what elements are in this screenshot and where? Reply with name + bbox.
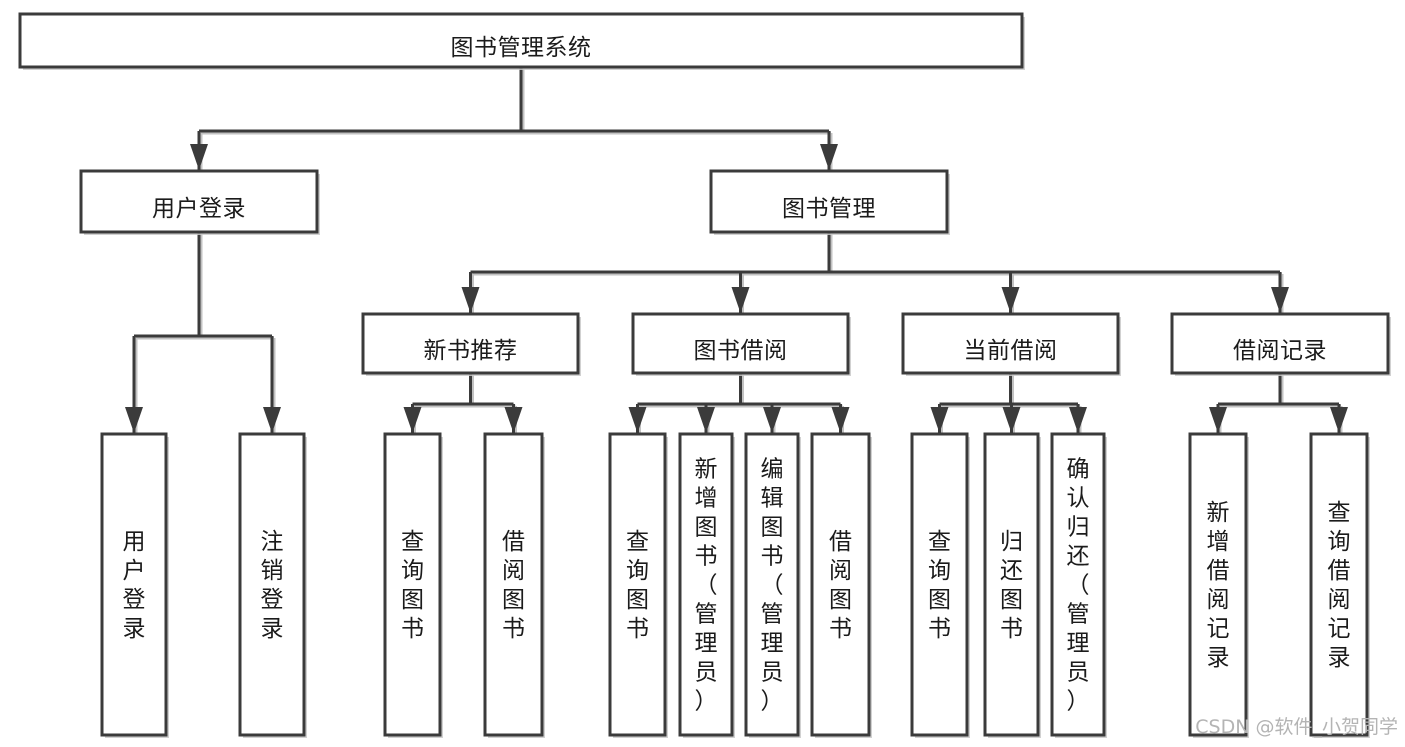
node-label: 新书推荐 <box>424 338 518 364</box>
node-box <box>983 432 1040 737</box>
arrow-head-icon <box>1209 407 1227 433</box>
leaf-node-查询图书[interactable]: 查询图书 <box>910 432 970 738</box>
node-label: 查询借阅记录 <box>1328 500 1351 671</box>
node-box <box>483 432 544 737</box>
leaf-node-新增借阅记录[interactable]: 新增借阅记录 <box>1188 432 1249 738</box>
node-box <box>383 432 442 737</box>
node-layer: 图书管理系统用户登录图书管理新书推荐图书借阅当前借阅借阅记录用户登录注销登录查询… <box>18 12 1391 738</box>
level2-node-图书管理[interactable]: 图书管理 <box>709 169 950 235</box>
node-box <box>744 432 800 737</box>
leaf-node-编辑图书管理员[interactable]: 编辑图书（管理员） <box>744 432 801 738</box>
node-box <box>901 312 1120 375</box>
root-node-图书管理系统[interactable]: 图书管理系统 <box>18 12 1025 70</box>
node-label: 用户登录 <box>152 196 246 222</box>
node-box <box>709 169 949 234</box>
arrow-head-icon <box>628 407 647 433</box>
arrow-head-icon <box>1002 407 1021 433</box>
leaf-node-借阅图书[interactable]: 借阅图书 <box>810 432 872 738</box>
arrow-head-icon <box>403 407 422 433</box>
leaf-node-确认归还管理员[interactable]: 确认归还（管理员） <box>1050 432 1107 738</box>
node-label: 查询图书 <box>928 529 951 642</box>
node-label: 借阅图书 <box>502 529 525 642</box>
node-box <box>1050 432 1106 737</box>
node-box <box>238 432 306 737</box>
node-label: 编辑图书（管理员） <box>761 457 784 715</box>
arrow-head-icon <box>263 407 281 433</box>
leaf-node-借阅图书[interactable]: 借阅图书 <box>483 432 545 738</box>
node-label: 新增借阅记录 <box>1207 500 1230 671</box>
arrow-head-icon <box>697 407 715 433</box>
node-box <box>631 312 850 375</box>
leaf-node-用户登录[interactable]: 用户登录 <box>100 432 169 738</box>
arrow-head-icon <box>731 287 750 313</box>
leaf-node-查询借阅记录[interactable]: 查询借阅记录 <box>1309 432 1370 738</box>
node-label: 注销登录 <box>261 529 284 642</box>
node-label: 图书借阅 <box>694 338 788 364</box>
level2-node-用户登录[interactable]: 用户登录 <box>79 169 320 235</box>
csdn-watermark: CSDN @软件_小贺同学 <box>1195 716 1398 738</box>
node-box <box>810 432 871 737</box>
arrow-head-icon <box>1069 407 1087 433</box>
node-label: 当前借阅 <box>964 338 1058 364</box>
level3-node-新书推荐[interactable]: 新书推荐 <box>361 312 581 376</box>
arrow-head-icon <box>930 407 949 433</box>
leaf-node-新增图书管理员[interactable]: 新增图书（管理员） <box>678 432 735 738</box>
node-box <box>79 169 319 234</box>
node-label: 归还图书 <box>1000 529 1023 642</box>
node-label: 图书管理 <box>782 196 876 222</box>
arrow-head-icon <box>1001 287 1020 313</box>
node-box <box>1309 432 1369 737</box>
arrow-head-icon <box>763 407 781 433</box>
level3-node-借阅记录[interactable]: 借阅记录 <box>1170 312 1391 376</box>
node-box <box>1170 312 1390 375</box>
node-label: 查询图书 <box>626 529 649 642</box>
arrow-head-icon <box>125 407 143 433</box>
arrow-head-icon <box>820 144 838 170</box>
leaf-node-查询图书[interactable]: 查询图书 <box>383 432 443 738</box>
arrow-head-icon <box>190 144 208 170</box>
arrow-head-icon <box>461 287 480 313</box>
node-label: 新增图书（管理员） <box>695 457 718 715</box>
node-label: 查询图书 <box>401 529 424 642</box>
node-box <box>1188 432 1248 737</box>
leaf-node-注销登录[interactable]: 注销登录 <box>238 432 307 738</box>
node-box <box>100 432 168 737</box>
arrow-head-icon <box>1330 407 1348 433</box>
node-label: 确认归还（管理员） <box>1067 457 1090 715</box>
leaf-node-查询图书[interactable]: 查询图书 <box>608 432 668 738</box>
leaf-node-归还图书[interactable]: 归还图书 <box>983 432 1041 738</box>
arrow-head-icon <box>504 407 523 433</box>
level3-node-当前借阅[interactable]: 当前借阅 <box>901 312 1121 376</box>
node-label: 图书管理系统 <box>451 35 592 61</box>
level3-node-图书借阅[interactable]: 图书借阅 <box>631 312 851 376</box>
arrow-head-icon <box>1271 287 1289 313</box>
arrow-head-icon <box>831 407 850 433</box>
node-box <box>361 312 580 375</box>
node-box <box>910 432 969 737</box>
connector-layer <box>125 67 1348 435</box>
node-box <box>608 432 667 737</box>
node-label: 借阅记录 <box>1233 338 1327 364</box>
node-box <box>678 432 734 737</box>
node-label: 借阅图书 <box>829 529 852 642</box>
node-box <box>18 12 1024 69</box>
node-label: 用户登录 <box>123 529 146 642</box>
